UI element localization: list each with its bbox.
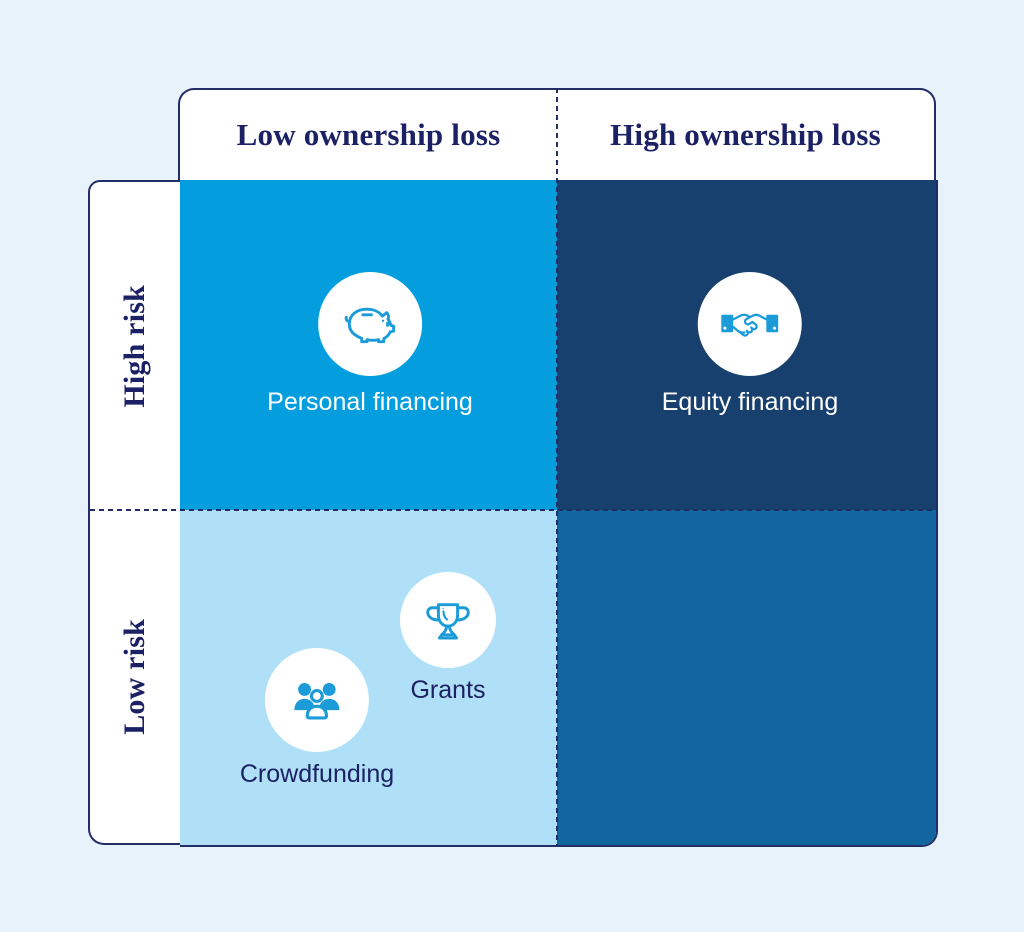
item-label: Personal financing — [267, 388, 473, 416]
item-label: Equity financing — [661, 388, 839, 416]
column-header-high-ownership-loss: High ownership loss — [610, 117, 881, 152]
piggy-bank-icon — [317, 272, 422, 376]
horizontal-dashed-divider — [90, 509, 936, 511]
row-header-low-risk: Low risk — [90, 510, 180, 843]
item-grants: Grants — [400, 572, 496, 705]
item-personal-financing: Personal financing — [267, 272, 473, 417]
item-label: Grants — [410, 676, 486, 704]
row-headers: High risk Low risk — [88, 180, 180, 845]
handshake-icon — [697, 272, 802, 376]
row-header-high-risk: High risk — [90, 182, 180, 510]
quadrant-low-risk-high-ownership-loss — [557, 510, 936, 845]
quadrant-low-risk-low-ownership-loss — [180, 510, 557, 845]
item-equity-financing: Equity financing — [661, 272, 839, 417]
column-header-low-ownership-loss: Low ownership loss — [236, 117, 501, 152]
item-label: Crowdfunding — [239, 760, 395, 788]
vertical-dashed-divider — [556, 88, 558, 845]
item-crowdfunding: Crowdfunding — [240, 648, 394, 789]
row-header-low-risk-label: Low risk — [118, 618, 151, 735]
crowdfunding-icon — [264, 648, 369, 752]
row-header-high-risk-label: High risk — [118, 284, 151, 408]
trophy-icon — [400, 572, 496, 668]
quadrant-grid: Personal financing Equity fi — [180, 180, 938, 847]
